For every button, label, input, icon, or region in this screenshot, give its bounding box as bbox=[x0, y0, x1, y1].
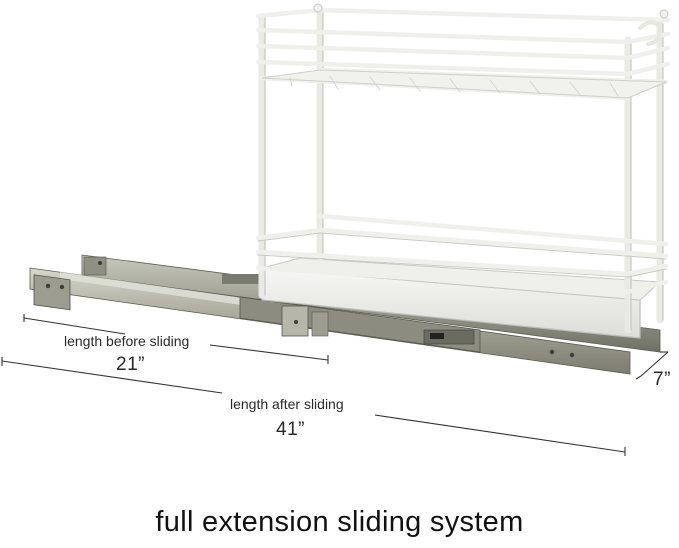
dimension-lines bbox=[1, 314, 669, 456]
rail-end-cap bbox=[33, 274, 71, 311]
upper-shelf bbox=[261, 69, 667, 99]
caption: full extension sliding system bbox=[155, 506, 524, 538]
after-sliding-value: 41” bbox=[276, 419, 305, 440]
before-sliding-label: length before sliding bbox=[64, 333, 190, 349]
hanger-hook bbox=[638, 20, 663, 46]
wire-organizer bbox=[255, 3, 671, 339]
before-sliding-value: 21” bbox=[116, 354, 145, 375]
after-sliding-label: length after sliding bbox=[230, 396, 344, 412]
width-value: 7” bbox=[653, 369, 671, 390]
